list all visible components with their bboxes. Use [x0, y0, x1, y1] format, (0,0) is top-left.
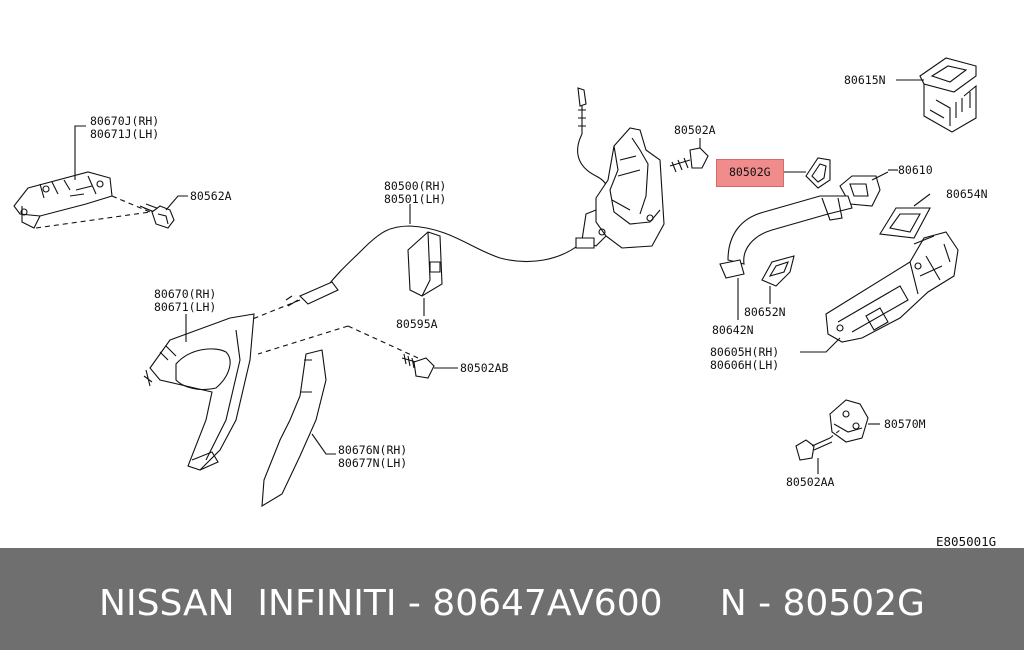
label-80605h: 80605H(RH): [710, 345, 780, 359]
bracket-80670j: [14, 172, 112, 228]
leader-80676n: [312, 434, 336, 454]
label-80595a: 80595A: [396, 317, 438, 331]
leader-80670j: [75, 126, 86, 180]
label-80676n: 80676N(RH): [338, 443, 408, 457]
screw-80502a: [670, 148, 708, 172]
door-lock-actuator: [576, 88, 664, 248]
label-80654n: 80654N: [946, 187, 988, 201]
dash-80570m: [830, 430, 840, 438]
clip-80595a: [408, 232, 442, 296]
label-80670j: 80670J(RH): [90, 114, 160, 128]
bracket-80570m: [830, 400, 868, 442]
label-80670: 80670(RH): [154, 287, 217, 301]
outside-handle: [720, 196, 852, 278]
highlight-80502g: [716, 159, 784, 187]
label-80610: 80610: [898, 163, 933, 177]
bracket-80615n: [920, 58, 976, 132]
dash-80670j: [36, 196, 150, 228]
handle-frame-80605h: [826, 232, 958, 342]
label-80502ab: 80502AB: [460, 361, 509, 375]
parts-diagram: [0, 0, 1024, 548]
label-80562a: 80562A: [190, 189, 232, 203]
cover-80652n: [762, 256, 794, 286]
bolt-80562a: [140, 204, 174, 228]
label-80642n: 80642N: [712, 323, 754, 337]
label-80501: 80501(LH): [384, 192, 447, 206]
label-80502aa: 80502AA: [786, 475, 835, 489]
trim-strip-80676n: [262, 350, 326, 506]
label-80502g: 80502G: [729, 165, 771, 179]
part-number-caption: NISSAN INFINITI - 80647AV600 N - 80502G: [99, 583, 925, 624]
label-80502a: 80502A: [674, 123, 716, 137]
bolt-80502aa: [796, 438, 832, 460]
label-80615n: 80615N: [844, 73, 886, 87]
label-80677n: 80677N(LH): [338, 456, 408, 470]
leader-80605h: [800, 338, 840, 352]
label-80606h: 80606H(LH): [710, 358, 780, 372]
label-80652n: 80652N: [744, 305, 786, 319]
label-80671j: 80671J(LH): [90, 127, 160, 141]
dash-80670: [250, 300, 418, 358]
seal-80502g: [806, 158, 830, 188]
leader-80654n: [914, 194, 930, 206]
label-80570m: 80570M: [884, 417, 926, 431]
leader-80562a: [166, 196, 188, 210]
screw-80502ab: [402, 354, 434, 378]
label-80500: 80500(RH): [384, 179, 447, 193]
diagram-code: E805001G: [936, 534, 997, 549]
label-80671: 80671(LH): [154, 300, 217, 314]
caption-bar: NISSAN INFINITI - 80647AV600 N - 80502G: [0, 548, 1024, 650]
gasket-80654n: [880, 208, 930, 238]
inside-handle-80670: [144, 314, 254, 470]
